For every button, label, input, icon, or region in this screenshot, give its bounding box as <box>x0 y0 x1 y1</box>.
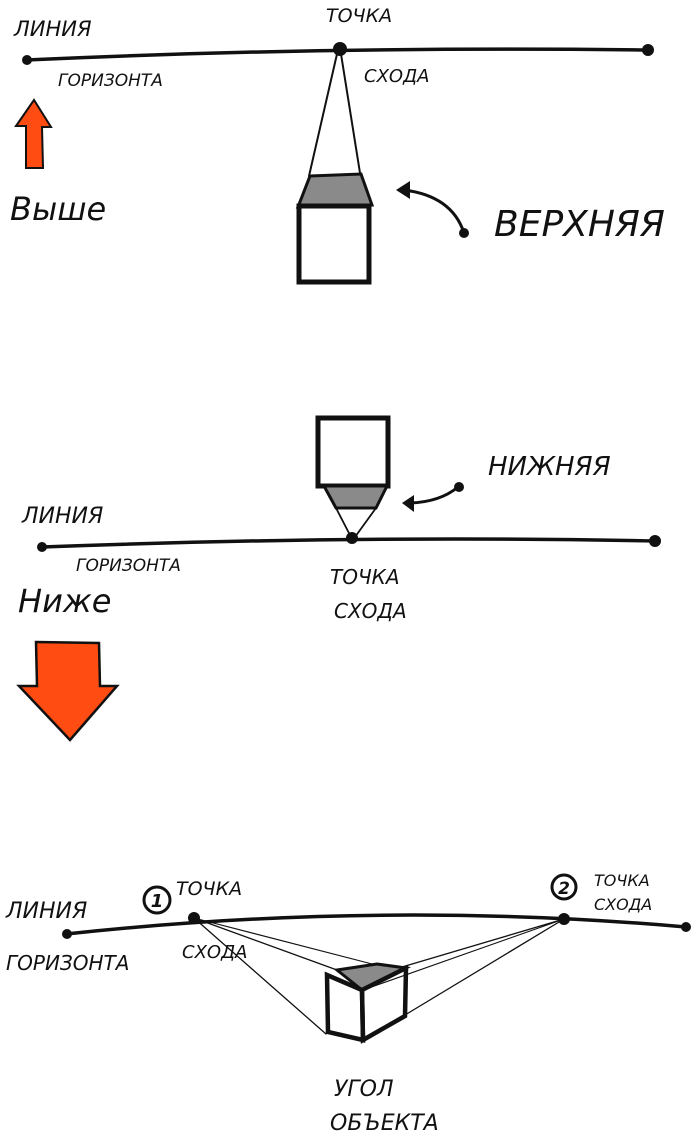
object-corner-label-line2: ОБЪЕКТА <box>330 1111 439 1136</box>
horizon-label-line1: ЛИНИЯ <box>13 17 92 41</box>
vanishing-point <box>346 532 358 544</box>
object-corner-label-line1: УГОЛ <box>334 1077 394 1102</box>
pointer-curve <box>408 485 460 505</box>
horizon-end-dot <box>649 535 661 547</box>
section-below-horizon: ЛИНИЯ ГОРИЗОНТА ТОЧКА СХОДА НИЖНЯЯ Ниже <box>16 415 661 742</box>
horizon-end-dot <box>681 922 691 932</box>
vanishing-point-label-line2: СХОДА <box>334 599 407 623</box>
vanishing-point-label-line1: ТОЧКА <box>326 5 392 27</box>
down-arrow-icon <box>16 640 120 742</box>
vanishing-point-2-badge <box>550 873 578 901</box>
horizon-label-line2: ГОРИЗОНТА <box>6 951 129 975</box>
face-label-top: ВЕРХНЯЯ <box>494 204 665 245</box>
horizon-label-line1: ЛИНИЯ <box>21 504 103 529</box>
pointer-arrowhead-icon <box>396 181 410 199</box>
vanishing-point-1-label-line2: СХОДА <box>182 942 247 963</box>
horizon-label-line1: ЛИНИЯ <box>5 899 87 924</box>
cube-front-face <box>296 203 372 285</box>
horizon-end-dot <box>37 542 47 552</box>
direction-label-above: Выше <box>10 190 106 228</box>
horizon-end-dot <box>22 55 32 65</box>
pointer-arrowhead-icon <box>402 495 414 512</box>
direction-label-below: Ниже <box>18 582 111 620</box>
up-arrow-icon <box>14 98 53 169</box>
section-above-horizon: ЛИНИЯ ГОРИЗОНТА ТОЧКА СХОДА Выше ВЕРХНЯЯ <box>10 5 665 285</box>
vanishing-point-1-number: 1 <box>151 891 164 912</box>
cube-front-face <box>315 415 391 489</box>
vanishing-point-1-badge <box>142 885 172 915</box>
horizon-label-line2: ГОРИЗОНТА <box>58 71 163 91</box>
horizon-label-line2: ГОРИЗОНТА <box>76 556 181 576</box>
horizon-end-dot <box>642 44 654 56</box>
vanishing-point <box>333 42 347 56</box>
vanishing-point-label-line1: ТОЧКА <box>330 565 400 589</box>
top-face <box>295 172 375 209</box>
section-two-point-perspective: ЛИНИЯ ГОРИЗОНТА 1 ТОЧКА СХОДА 2 ТОЧКА СХ… <box>5 871 691 1136</box>
pointer-curve <box>402 188 466 235</box>
vanishing-point-2-number: 2 <box>558 879 570 899</box>
vanishing-point-2-label-line2: СХОДА <box>594 895 652 914</box>
horizon-end-dot <box>62 929 72 939</box>
face-label-bottom: НИЖНЯЯ <box>488 452 611 482</box>
vanishing-point-2-label-line1: ТОЧКА <box>594 871 650 890</box>
bottom-face <box>321 484 390 510</box>
vanishing-point-label-line2: СХОДА <box>364 66 429 87</box>
horizon-line <box>64 913 688 936</box>
vanishing-point-1-label-line1: ТОЧКА <box>176 878 242 900</box>
cube-right-face <box>359 964 409 1044</box>
